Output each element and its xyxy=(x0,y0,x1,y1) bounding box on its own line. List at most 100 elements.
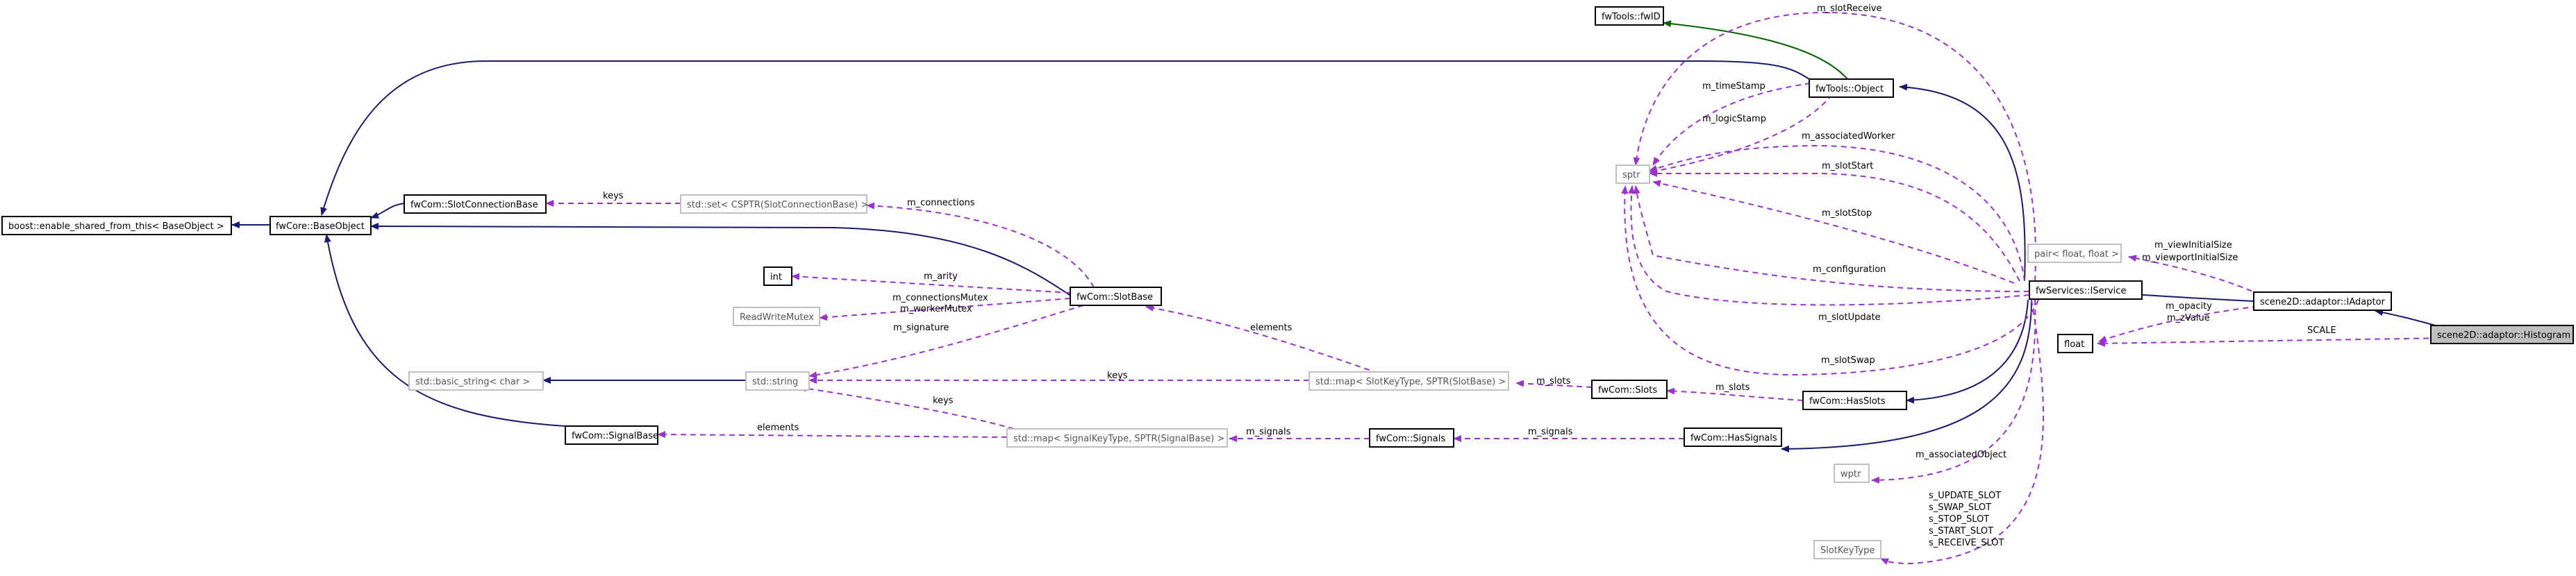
node-set-cspt[interactable]: std::set< CSPTR(SlotConnectionBase) > xyxy=(680,194,868,214)
node-int[interactable]: int xyxy=(763,266,792,286)
label-elements-slots: elements xyxy=(1250,323,1293,333)
node-wptr[interactable]: wptr xyxy=(1834,464,1870,483)
node-signal-base[interactable]: fwCom::SignalBase xyxy=(565,425,658,445)
label-m-slots-has: m_slots xyxy=(1715,382,1750,393)
edge-opacity-zvalue xyxy=(2098,305,2268,343)
edge-slot-update xyxy=(1628,185,2030,306)
label-m-opacity: m_opacity xyxy=(2166,301,2212,312)
label-s-receive-slot: s_RECEIVE_SLOT xyxy=(1929,538,2004,548)
svg-text:std::set< CSPTR(SlotConnection: std::set< CSPTR(SlotConnectionBase) > xyxy=(687,200,868,210)
svg-text:fwServices::IService: fwServices::IService xyxy=(2036,286,2126,296)
svg-text:pair< float, float >: pair< float, float > xyxy=(2034,249,2119,260)
edge-configuration xyxy=(1633,185,2030,292)
node-has-slots[interactable]: fwCom::HasSlots xyxy=(1802,391,1907,410)
label-m-connections-mutex: m_connectionsMutex xyxy=(892,293,988,303)
svg-text:std::basic_string< char >: std::basic_string< char > xyxy=(415,377,530,387)
svg-text:fwCom::SlotBase: fwCom::SlotBase xyxy=(1077,292,1153,303)
svg-text:fwCom::Signals: fwCom::Signals xyxy=(1376,434,1445,444)
svg-text:fwCom::SignalBase: fwCom::SignalBase xyxy=(572,431,658,441)
edge-slotbase-connections xyxy=(866,202,1095,288)
label-m-view-initial-size: m_viewInitialSize xyxy=(2154,240,2232,251)
svg-text:scene2D::adaptor::IAdaptor: scene2D::adaptor::IAdaptor xyxy=(2260,297,2386,307)
node-iadaptor[interactable]: scene2D::adaptor::IAdaptor xyxy=(2253,291,2392,311)
node-slot-base[interactable]: fwCom::SlotBase xyxy=(1070,287,1162,306)
edge-slots-m-slots xyxy=(1515,380,1593,388)
node-slot-connection-base[interactable]: fwCom::SlotConnectionBase xyxy=(404,194,547,214)
edge-signalbase-to-baseobject xyxy=(324,234,566,427)
svg-text:fwCom::Slots: fwCom::Slots xyxy=(1598,385,1657,396)
node-slot-key-type[interactable]: SlotKeyType xyxy=(1813,540,1881,559)
svg-text:scene2D::adaptor::Histogram: scene2D::adaptor::Histogram xyxy=(2437,330,2570,341)
edge-slot-receive xyxy=(1633,11,2037,282)
edge-associated-object xyxy=(1871,299,2036,484)
label-m-connections: m_connections xyxy=(907,198,975,208)
edge-timestamp xyxy=(1652,83,1811,166)
svg-text:fwCom::HasSignals: fwCom::HasSignals xyxy=(1690,433,1777,443)
node-map-signals[interactable]: std::map< SignalKeyType, SPTR(SignalBase… xyxy=(1006,428,1228,448)
node-object[interactable]: fwTools::Object xyxy=(1809,78,1894,98)
svg-text:boost::enable_shared_from_this: boost::enable_shared_from_this< BaseObje… xyxy=(8,221,224,232)
node-sptr[interactable]: sptr xyxy=(1615,164,1650,184)
node-has-signals[interactable]: fwCom::HasSignals xyxy=(1684,427,1782,447)
label-elements-signals: elements xyxy=(757,423,799,433)
edge-map-signals-elements xyxy=(657,431,1008,439)
edge-slotbase-arity xyxy=(791,273,1071,294)
edge-slot-stop xyxy=(1652,180,2015,284)
svg-text:SlotKeyType: SlotKeyType xyxy=(1820,545,1875,556)
node-base-object[interactable]: fwCore::BaseObject xyxy=(269,216,372,235)
node-float[interactable]: float xyxy=(2057,334,2093,353)
svg-text:fwCom::SlotConnectionBase: fwCom::SlotConnectionBase xyxy=(410,200,538,210)
svg-text:fwTools::Object: fwTools::Object xyxy=(1815,84,1884,94)
node-signals[interactable]: fwCom::Signals xyxy=(1369,428,1454,448)
label-m-slot-update: m_slotUpdate xyxy=(1818,312,1881,323)
node-map-slots[interactable]: std::map< SlotKeyType, SPTR(SlotBase) > xyxy=(1308,371,1509,391)
node-pair-float[interactable]: pair< float, float > xyxy=(2027,244,2122,263)
edge-iservice-to-hassignals xyxy=(1781,299,2032,452)
node-std-string[interactable]: std::string xyxy=(745,371,810,391)
edge-map-slots-elements xyxy=(1145,305,1379,374)
edge-slot-start xyxy=(1649,170,2020,282)
label-m-arity: m_arity xyxy=(924,271,958,282)
node-iservice[interactable]: fwServices::IService xyxy=(2029,280,2143,300)
label-keys-string: keys xyxy=(1107,371,1128,381)
svg-text:std::map< SlotKeyType, SPTR(Sl: std::map< SlotKeyType, SPTR(SlotBase) > xyxy=(1315,377,1506,387)
node-basic-string[interactable]: std::basic_string< char > xyxy=(408,371,544,391)
label-m-slots-map: m_slots xyxy=(1536,376,1571,387)
label-s-stop-slot: s_STOP_SLOT xyxy=(1929,514,1989,525)
node-slots[interactable]: fwCom::Slots xyxy=(1591,380,1668,399)
svg-text:std::string: std::string xyxy=(752,377,798,387)
edge-slotbase-mutex xyxy=(819,298,1071,321)
label-s-swap-slot: s_SWAP_SLOT xyxy=(1929,502,1991,513)
svg-text:std::map< SignalKeyType, SPTR(: std::map< SignalKeyType, SPTR(SignalBase… xyxy=(1013,434,1224,444)
label-m-slot-receive: m_slotReceive xyxy=(1817,3,1882,14)
label-m-slot-start: m_slotStart xyxy=(1822,161,1873,171)
node-enable-shared-from-this[interactable]: boost::enable_shared_from_this< BaseObje… xyxy=(1,216,232,235)
label-m-logicstamp: m_logicStamp xyxy=(1702,114,1766,124)
label-scale: SCALE xyxy=(2307,325,2336,336)
label-m-worker-mutex: m_workerMutex xyxy=(900,304,972,314)
label-m-slot-swap: m_slotSwap xyxy=(1821,355,1875,366)
node-fw-id[interactable]: fwTools::fwID xyxy=(1595,6,1664,26)
label-m-timestamp: m_timeStamp xyxy=(1702,81,1765,92)
edge-logicstamp xyxy=(1649,94,1833,174)
edge-view-initial-size xyxy=(2128,255,2261,296)
label-s-start-slot: s_START_SLOT xyxy=(1929,526,1993,536)
node-read-write-mutex[interactable]: ReadWriteMutex xyxy=(733,307,820,326)
svg-text:fwCom::HasSlots: fwCom::HasSlots xyxy=(1809,396,1886,407)
label-m-viewport-initial-size: m_viewportInitialSize xyxy=(2142,253,2238,263)
edge-associated-worker xyxy=(1649,144,2025,282)
edge-slot-swap xyxy=(1621,185,2039,376)
svg-text:fwTools::fwID: fwTools::fwID xyxy=(1602,12,1661,22)
edge-map-signals-keys xyxy=(798,384,1015,430)
node-histogram[interactable]: scene2D::adaptor::Histogram xyxy=(2430,325,2574,344)
label-m-configuration: m_configuration xyxy=(1813,264,1886,275)
edge-slotconnectionbase-to-baseobject xyxy=(370,203,405,219)
label-keys-signals: keys xyxy=(933,396,954,406)
edge-slotbase-to-baseobject xyxy=(370,223,1072,297)
label-m-associated-object: m_associatedObject xyxy=(1916,450,2006,460)
label-m-slot-stop: m_slotStop xyxy=(1822,208,1872,219)
edge-object-to-baseobject xyxy=(320,60,1810,216)
edge-scale xyxy=(2097,337,2449,347)
svg-text:ReadWriteMutex: ReadWriteMutex xyxy=(740,312,814,323)
